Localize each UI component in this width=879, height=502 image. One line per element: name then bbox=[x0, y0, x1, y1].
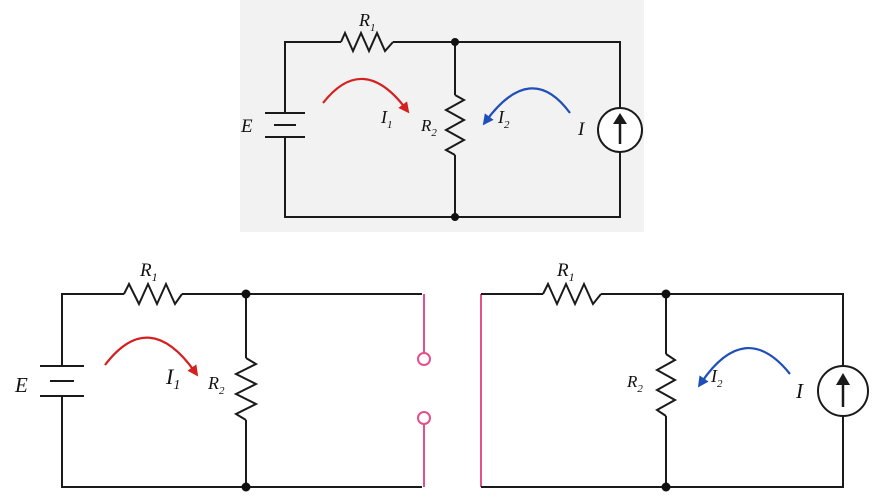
left-node-lower bbox=[241, 482, 251, 492]
left-r2-label: R2 bbox=[207, 373, 225, 397]
left-node-upper bbox=[241, 289, 251, 299]
left-open-terminals bbox=[417, 294, 431, 487]
right-node-upper bbox=[661, 289, 671, 299]
right-loop-i2-arrow bbox=[697, 347, 791, 388]
right-node-lower bbox=[661, 482, 671, 492]
right-current-source-label: I bbox=[795, 379, 804, 403]
top-loop-i1-arrow bbox=[322, 77, 410, 114]
top-r2-label: R2 bbox=[420, 116, 437, 139]
top-r1-resistor bbox=[340, 30, 394, 54]
top-node-upper bbox=[451, 38, 459, 46]
top-current-source-symbol bbox=[597, 107, 643, 153]
top-loop-i2-arrow bbox=[482, 87, 571, 126]
right-loop-i2-label: I2 bbox=[710, 366, 723, 390]
top-current-source-label: I bbox=[577, 119, 586, 140]
right-r1-resistor bbox=[542, 281, 602, 307]
right-r1-label: R1 bbox=[556, 260, 575, 284]
top-loop-i2-label: I2 bbox=[497, 107, 510, 131]
right-wires bbox=[480, 293, 844, 488]
right-r2-label: R2 bbox=[626, 372, 643, 395]
top-source-e-label: E bbox=[240, 116, 253, 137]
right-r2-resistor bbox=[654, 353, 678, 417]
left-battery-symbol bbox=[40, 365, 84, 397]
left-r2-resistor bbox=[233, 357, 259, 421]
top-r1-label: R1 bbox=[358, 10, 376, 34]
right-circuit: R1 R2 I I2 bbox=[480, 260, 869, 492]
left-circuit: R1 R2 E I1 bbox=[14, 260, 431, 492]
left-r1-resistor bbox=[123, 281, 183, 307]
top-panel-background bbox=[240, 0, 644, 232]
left-loop-i1-label: I1 bbox=[165, 364, 180, 393]
left-r1-label: R1 bbox=[139, 260, 158, 284]
top-r2-resistor bbox=[443, 94, 467, 156]
top-loop-i1-label: I1 bbox=[380, 107, 393, 131]
top-circuit: R1 R2 E I I1 I2 bbox=[240, 0, 644, 232]
top-node-lower bbox=[451, 213, 459, 221]
left-loop-i1-arrow bbox=[104, 336, 199, 377]
left-wires bbox=[61, 293, 422, 488]
left-source-e-label: E bbox=[14, 373, 28, 397]
right-current-source-symbol bbox=[817, 365, 869, 417]
top-battery-symbol bbox=[265, 112, 305, 138]
